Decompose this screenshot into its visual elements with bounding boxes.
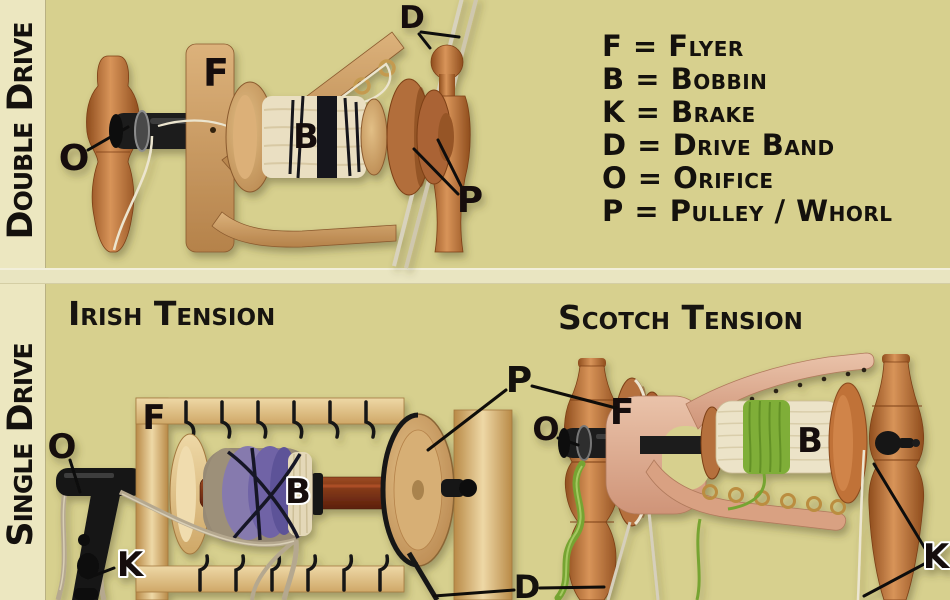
pulley-disc (380, 412, 477, 600)
maiden-post (86, 55, 140, 253)
flyer-hooks-scotch (702, 484, 846, 515)
flyer-frame (135, 397, 405, 600)
label-bobbin-dd: B (293, 117, 319, 157)
label-drive-band-shared: D (514, 568, 541, 600)
yarn-across (118, 489, 299, 600)
label-pulley-shared: P (506, 360, 532, 401)
bobbin (225, 81, 388, 193)
legend-item-bobbin: B = Bobbin (602, 62, 768, 96)
label-bobbin-scotch: B (797, 421, 823, 461)
label-flyer-scotch: F (610, 392, 635, 433)
label-flyer-irish: F (142, 398, 165, 438)
irish-tension-photo: O F K B (48, 397, 513, 600)
brake-thread (856, 449, 866, 600)
mother-of-all-post (453, 409, 513, 600)
green-yarn (554, 460, 766, 600)
legend-item-pulley: P = Pulley / Whorl (602, 194, 893, 228)
legend-item-flyer: F = Flyer (602, 29, 744, 63)
bobbin-yarn (203, 446, 313, 542)
rear-maiden-post (868, 354, 924, 600)
legend-item-orifice: O = Orifice (602, 161, 774, 195)
scotch-tension-photo: O F B K (532, 352, 950, 600)
label-drive-band-dd: D (399, 0, 425, 36)
section-divider (0, 268, 950, 284)
legend-item-brake: K = Brake (602, 95, 756, 129)
label-bobbin-irish: B (285, 472, 311, 512)
bobbin-scotch (700, 382, 868, 504)
label-brake-irish: K (117, 545, 145, 585)
label-orifice-irish: O (48, 427, 77, 467)
pulley-whorl (386, 78, 454, 196)
sidebar (0, 0, 46, 600)
heading-irish-tension: Irish Tension (68, 294, 276, 333)
legend: F = Flyer B = Bobbin K = Brake D = Drive… (602, 30, 893, 228)
shared-labels: P D (426, 360, 618, 600)
double-drive-photo: O F B P D (59, 0, 483, 269)
label-flyer-dd: F (203, 51, 229, 95)
frame-hooks (184, 400, 390, 592)
label-brake-scotch: K (923, 537, 950, 577)
label-orifice-scotch: O (532, 410, 559, 448)
heading-scotch-tension: Scotch Tension (558, 298, 803, 337)
orifice-brake-assembly (56, 468, 144, 600)
label-orifice-dd: O (59, 138, 90, 179)
legend-item-drive-band: D = Drive Band (602, 128, 835, 162)
label-pulley-dd: P (457, 180, 483, 221)
